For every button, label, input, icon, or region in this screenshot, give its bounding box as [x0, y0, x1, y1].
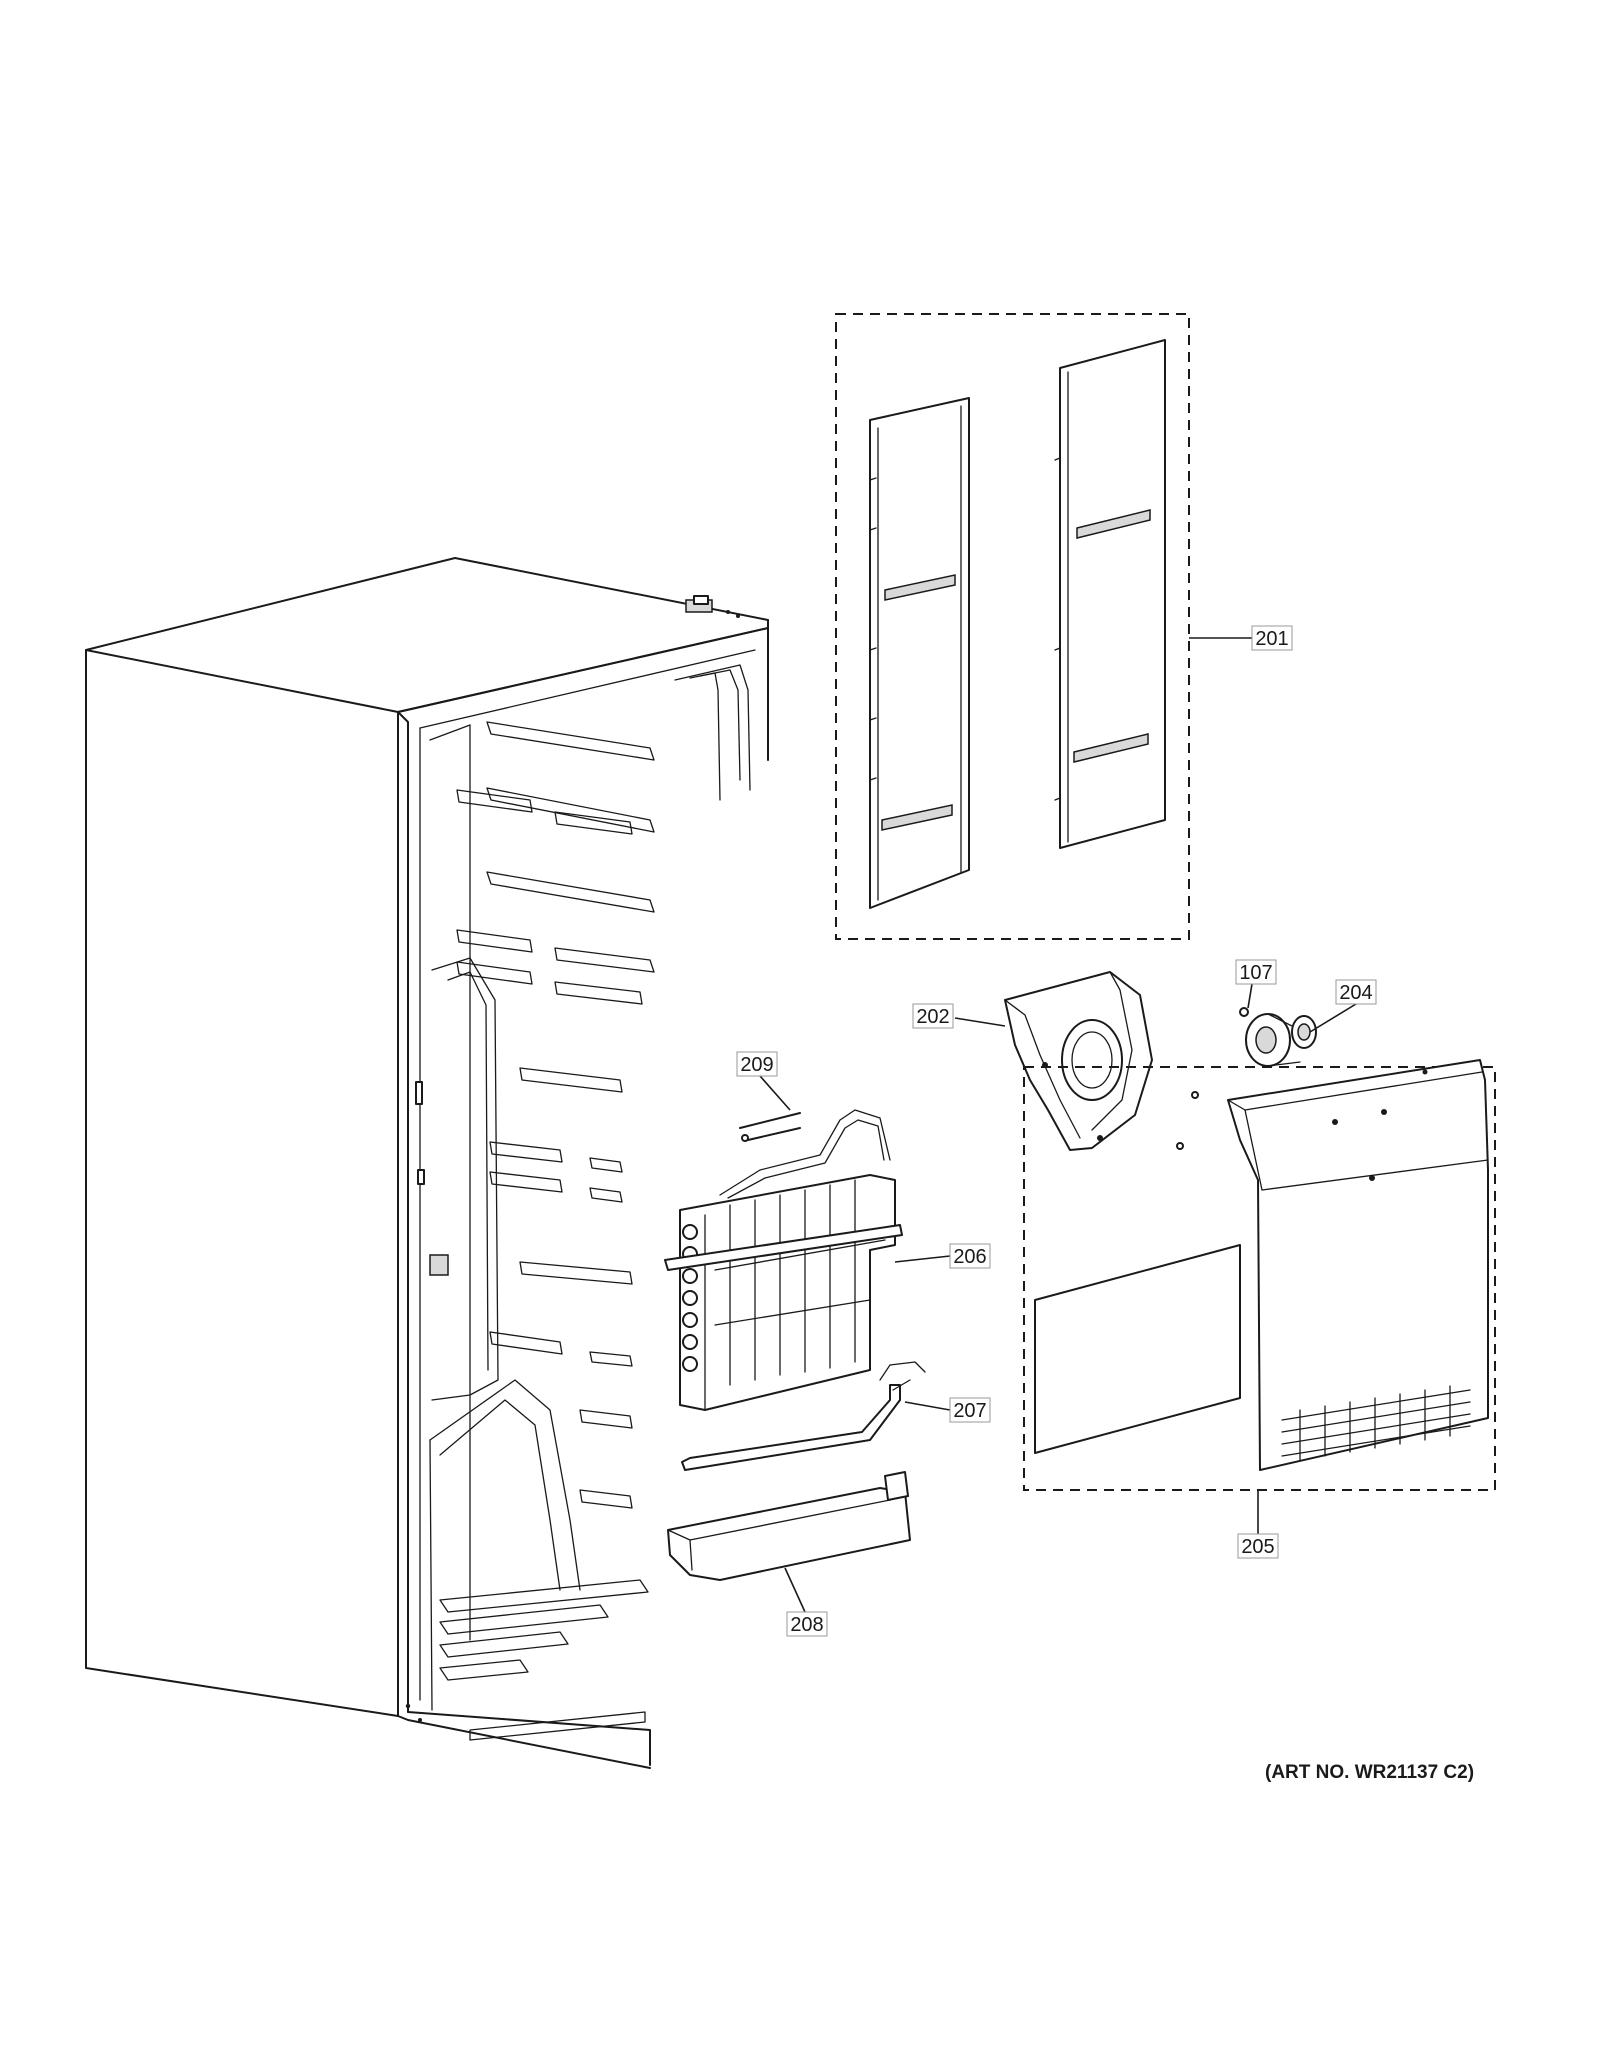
part-207-defrost-heater	[681, 1361, 926, 1471]
callout-204: 204	[1335, 979, 1377, 1005]
callout-label: 204	[1339, 982, 1372, 1004]
callout-205: 205	[1237, 1533, 1279, 1559]
callout-label: 207	[953, 1400, 986, 1422]
part-202-fan-housing	[1004, 971, 1153, 1151]
callout-label: 208	[790, 1614, 823, 1636]
callout-209: 209	[736, 1051, 778, 1077]
refrigerator-cabinet	[85, 557, 769, 1769]
callout-label: 205	[1241, 1536, 1274, 1558]
callout-label: 206	[953, 1246, 986, 1268]
part-107-204-fan-motor	[1176, 1007, 1317, 1150]
callout-201: 201	[1251, 625, 1293, 651]
part-208-drain-pan	[667, 1471, 911, 1581]
callout-206: 206	[949, 1243, 991, 1269]
callout-label: 107	[1239, 962, 1272, 984]
callout-207: 207	[949, 1397, 991, 1423]
callout-208: 208	[786, 1611, 828, 1637]
callout-label: 202	[916, 1006, 949, 1028]
part-205-evaporator-cover	[1023, 1059, 1496, 1491]
part-201-panels	[835, 313, 1190, 940]
part-206-evaporator	[664, 1109, 903, 1411]
callout-107: 107	[1235, 959, 1277, 985]
callout-label: 209	[740, 1054, 773, 1076]
callout-202: 202	[912, 1003, 954, 1029]
callout-leaders	[759, 637, 1357, 1613]
callout-label: 201	[1255, 628, 1288, 650]
part-209-sensor	[739, 1112, 801, 1142]
art-number: (ART NO. WR21137 C2)	[1265, 1762, 1475, 1783]
